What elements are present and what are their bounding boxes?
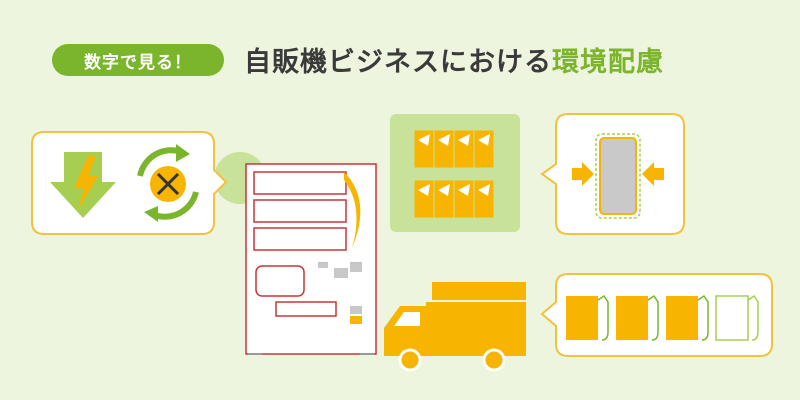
page-title-highlight: 環境配慮 — [552, 47, 664, 78]
bubble-compression — [540, 113, 685, 235]
bubble-fuel — [540, 273, 773, 357]
vending-machine — [245, 163, 377, 355]
lightning-down-arrow-icon — [50, 152, 116, 218]
compress-bottle-icon — [572, 133, 664, 219]
product-pack-icon — [390, 114, 520, 232]
fuel-pump-icon — [566, 294, 759, 341]
delivery-truck-icon — [384, 282, 526, 372]
bubble-energy-maintenance — [31, 131, 228, 235]
tools-recycle-icon — [137, 144, 199, 222]
page-title-main: 自販機ビジネスにおける — [244, 47, 552, 78]
page-title: 自販機ビジネスにおける環境配慮 — [244, 40, 664, 79]
section-badge: 数字で見る！ — [52, 44, 224, 76]
